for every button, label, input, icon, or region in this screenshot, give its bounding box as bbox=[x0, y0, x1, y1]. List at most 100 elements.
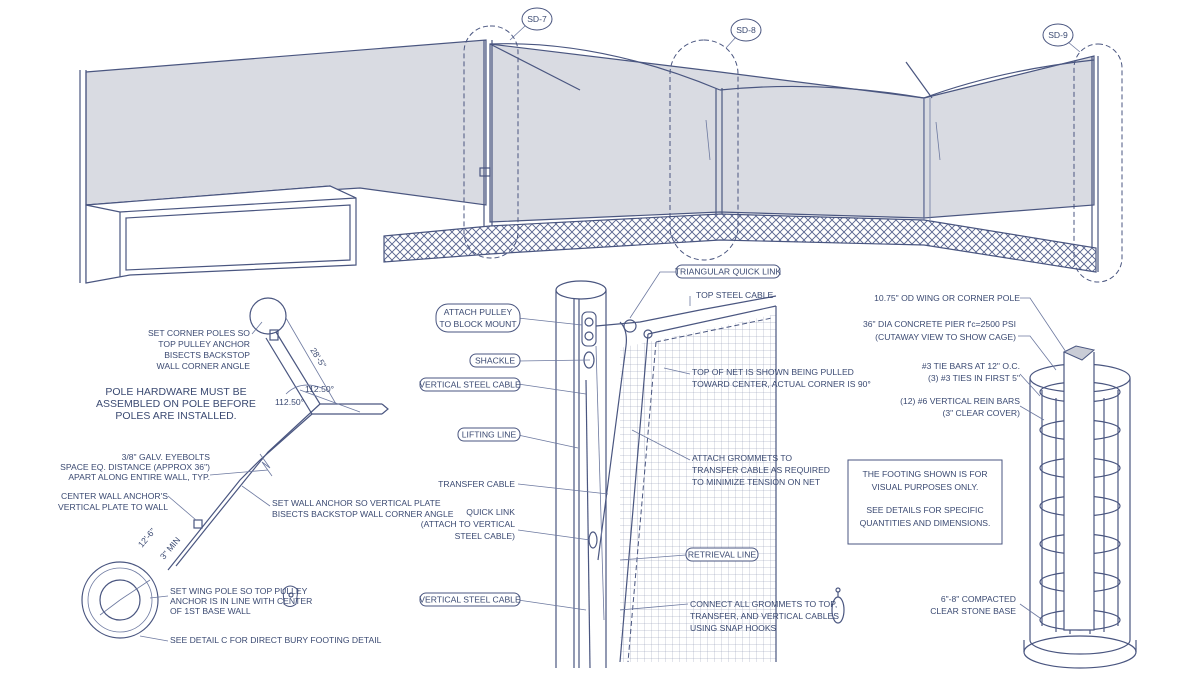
svg-text:STEEL CABLE): STEEL CABLE) bbox=[455, 531, 515, 541]
label-top-steel-cable: TOP STEEL CABLE bbox=[696, 290, 773, 300]
svg-text:#3 TIE BARS AT 12" O.C.: #3 TIE BARS AT 12" O.C. bbox=[922, 361, 1020, 371]
note-center-anchor: CENTER WALL ANCHOR'S VERTICAL PLATE TO W… bbox=[58, 491, 168, 512]
svg-text:TRIANGULAR QUICK LINK: TRIANGULAR QUICK LINK bbox=[675, 267, 782, 277]
note-wall-anchor: SET WALL ANCHOR SO VERTICAL PLATE BISECT… bbox=[272, 498, 454, 519]
callout-lifting-line: LIFTING LINE bbox=[457, 427, 521, 442]
svg-text:36" DIA CONCRETE PIER f'c=2500: 36" DIA CONCRETE PIER f'c=2500 PSI bbox=[863, 319, 1016, 329]
note-wing-pole: SET WING POLE SO TOP PULLEY ANCHOR IS IN… bbox=[170, 586, 312, 616]
svg-text:TOWARD CENTER, ACTUAL CORNER I: TOWARD CENTER, ACTUAL CORNER IS 90° bbox=[692, 379, 871, 389]
svg-text:ASSEMBLED ON POLE BEFORE: ASSEMBLED ON POLE BEFORE bbox=[96, 398, 256, 410]
svg-text:RETRIEVAL LINE: RETRIEVAL LINE bbox=[688, 550, 757, 560]
svg-text:TRANSFER, AND VERTICAL CABLES: TRANSFER, AND VERTICAL CABLES bbox=[690, 611, 839, 621]
callout-triangular-quick-link: TRIANGULAR QUICK LINK bbox=[675, 264, 782, 279]
svg-text:SPACE EQ. DISTANCE (APPROX 36": SPACE EQ. DISTANCE (APPROX 36") bbox=[60, 462, 210, 472]
svg-text:TO BLOCK MOUNT: TO BLOCK MOUNT bbox=[439, 319, 517, 329]
transfer-cable bbox=[597, 321, 627, 561]
snap-hook-icon bbox=[831, 587, 845, 624]
svg-text:(12) #6 VERTICAL REIN BARS: (12) #6 VERTICAL REIN BARS bbox=[900, 396, 1020, 406]
svg-text:OF 1ST BASE WALL: OF 1ST BASE WALL bbox=[170, 606, 251, 616]
plan-view: 112.50° 112.50° 28'-5" 12'-6" 3" MIN SET… bbox=[58, 297, 454, 645]
note-connect-grommets: CONNECT ALL GROMMETS TO TOP, TRANSFER, A… bbox=[690, 599, 839, 633]
note-top-of-net: TOP OF NET IS SHOWN BEING PULLED TOWARD … bbox=[692, 367, 871, 389]
pole-detail: TRIANGULAR QUICK LINK TOP STEEL CABLE AT… bbox=[419, 264, 871, 669]
svg-text:SET WALL ANCHOR SO VERTICAL PL: SET WALL ANCHOR SO VERTICAL PLATE bbox=[272, 498, 441, 508]
svg-text:SET CORNER POLES SO: SET CORNER POLES SO bbox=[148, 328, 250, 338]
svg-text:POLES ARE INSTALLED.: POLES ARE INSTALLED. bbox=[115, 410, 236, 422]
svg-text:CENTER WALL ANCHOR'S: CENTER WALL ANCHOR'S bbox=[61, 491, 168, 501]
svg-text:ATTACH PULLEY: ATTACH PULLEY bbox=[444, 307, 513, 317]
top-steel-cable bbox=[595, 295, 777, 327]
svg-text:(3" CLEAR COVER): (3" CLEAR COVER) bbox=[942, 408, 1020, 418]
net-detail bbox=[619, 305, 777, 663]
callout-vertical-steel-cable-2: VERTICAL STEEL CABLE bbox=[419, 592, 521, 607]
right-net-panel bbox=[923, 55, 1095, 219]
wing-corner-pole-footing bbox=[1062, 345, 1096, 631]
svg-text:SEE DETAILS FOR SPECIFIC: SEE DETAILS FOR SPECIFIC bbox=[866, 505, 983, 515]
pole-detail-body bbox=[555, 280, 607, 668]
corner-pole-sd7 bbox=[479, 40, 493, 236]
svg-text:(ATTACH TO VERTICAL: (ATTACH TO VERTICAL bbox=[421, 519, 515, 529]
svg-text:CLEAR STONE BASE: CLEAR STONE BASE bbox=[930, 606, 1016, 616]
label-pole: 10.75" OD WING OR CORNER POLE bbox=[874, 293, 1020, 303]
svg-text:VISUAL PURPOSES ONLY.: VISUAL PURPOSES ONLY. bbox=[872, 482, 979, 492]
note-corner-poles: SET CORNER POLES SO TOP PULLEY ANCHOR BI… bbox=[148, 328, 250, 371]
note-attach-grommets: ATTACH GROMMETS TO TRANSFER CABLE AS REQ… bbox=[692, 453, 830, 487]
dim-angle-a: 112.50° bbox=[305, 384, 334, 394]
svg-text:6"-8" COMPACTED: 6"-8" COMPACTED bbox=[941, 594, 1016, 604]
corner-pole-plan bbox=[249, 297, 287, 335]
svg-text:(CUTAWAY VIEW TO SHOW CAGE): (CUTAWAY VIEW TO SHOW CAGE) bbox=[875, 332, 1016, 342]
wing-pole-plan bbox=[81, 561, 159, 639]
svg-text:TOP OF NET IS SHOWN BEING PULL: TOP OF NET IS SHOWN BEING PULLED bbox=[692, 367, 854, 377]
label-transfer-cable: TRANSFER CABLE bbox=[438, 479, 515, 489]
svg-text:QUICK LINK: QUICK LINK bbox=[466, 507, 515, 517]
wall-padding-strip bbox=[383, 213, 1097, 273]
svg-text:SD-7: SD-7 bbox=[527, 14, 547, 24]
vertical-steel-cable bbox=[585, 379, 591, 669]
note-eyebolts: 3/8" GALV. EYEBOLTS SPACE EQ. DISTANCE (… bbox=[60, 452, 210, 482]
svg-text:SET WING POLE SO TOP PULLEY: SET WING POLE SO TOP PULLEY bbox=[170, 586, 308, 596]
svg-text:APART ALONG ENTIRE WALL, TYP.: APART ALONG ENTIRE WALL, TYP. bbox=[68, 472, 210, 482]
dim-small-a: 12'-6" bbox=[136, 526, 158, 549]
label-pier: 36" DIA CONCRETE PIER f'c=2500 PSI (CUTA… bbox=[863, 319, 1016, 342]
detail-outline-sd9 bbox=[1073, 43, 1123, 283]
svg-text:THE FOOTING SHOWN IS FOR: THE FOOTING SHOWN IS FOR bbox=[862, 469, 987, 479]
svg-text:LIFTING LINE: LIFTING LINE bbox=[462, 430, 517, 440]
pulley-block bbox=[581, 311, 597, 369]
pulley-anchor-icon bbox=[282, 585, 299, 607]
callout-attach-pulley: ATTACH PULLEY TO BLOCK MOUNT bbox=[435, 303, 521, 333]
dim-length: 28'-5" bbox=[308, 346, 328, 370]
svg-text:VERTICAL PLATE TO WALL: VERTICAL PLATE TO WALL bbox=[58, 502, 168, 512]
svg-text:TOP PULLEY ANCHOR: TOP PULLEY ANCHOR bbox=[158, 339, 250, 349]
tag-sd9: SD-9 bbox=[1042, 23, 1081, 53]
callout-retrieval-line: RETRIEVAL LINE bbox=[685, 547, 759, 562]
callout-shackle: SHACKLE bbox=[469, 353, 521, 368]
svg-text:ATTACH GROMMETS TO: ATTACH GROMMETS TO bbox=[692, 453, 792, 463]
tag-sd8: SD-8 bbox=[725, 18, 762, 49]
svg-text:SD-8: SD-8 bbox=[736, 25, 756, 35]
label-rein-bars: (12) #6 VERTICAL REIN BARS (3" CLEAR COV… bbox=[900, 396, 1020, 418]
svg-text:QUANTITIES AND DIMENSIONS.: QUANTITIES AND DIMENSIONS. bbox=[860, 518, 991, 528]
svg-text:WALL CORNER ANGLE: WALL CORNER ANGLE bbox=[157, 361, 251, 371]
svg-text:TO MINIMIZE TENSION ON NET: TO MINIMIZE TENSION ON NET bbox=[692, 477, 821, 487]
tag-sd7: SD-7 bbox=[509, 7, 553, 41]
corner-pole-sd9 bbox=[923, 56, 1099, 272]
svg-text:3/8" GALV. EYEBOLTS: 3/8" GALV. EYEBOLTS bbox=[122, 452, 211, 462]
svg-text:CONNECT ALL GROMMETS TO TOP,: CONNECT ALL GROMMETS TO TOP, bbox=[690, 599, 837, 609]
left-net-panel bbox=[85, 39, 487, 206]
dim-angle-b: 112.50° bbox=[275, 397, 304, 407]
svg-text:SHACKLE: SHACKLE bbox=[475, 356, 515, 366]
footing-detail: 10.75" OD WING OR CORNER POLE 36" DIA CO… bbox=[847, 293, 1137, 669]
svg-text:BISECTS BACKSTOP: BISECTS BACKSTOP bbox=[164, 350, 250, 360]
svg-text:ANCHOR IS IN LINE WITH CENTER: ANCHOR IS IN LINE WITH CENTER bbox=[170, 596, 312, 606]
detail-outline-sd7 bbox=[463, 25, 519, 259]
svg-text:VERTICAL STEEL CABLE: VERTICAL STEEL CABLE bbox=[419, 595, 521, 605]
svg-text:VERTICAL STEEL CABLE: VERTICAL STEEL CABLE bbox=[419, 380, 521, 390]
callout-vertical-steel-cable-1: VERTICAL STEEL CABLE bbox=[419, 377, 521, 392]
svg-text:USING SNAP HOOKS: USING SNAP HOOKS bbox=[690, 623, 777, 633]
svg-text:TRANSFER CABLE AS REQUIRED: TRANSFER CABLE AS REQUIRED bbox=[692, 465, 830, 475]
note-detail-c: SEE DETAIL C FOR DIRECT BURY FOOTING DET… bbox=[170, 635, 382, 645]
note-pole-hardware: POLE HARDWARE MUST BE ASSEMBLED ON POLE … bbox=[96, 386, 256, 422]
backstop-bench bbox=[85, 185, 357, 284]
perspective-view: SD-7 SD-8 SD-9 bbox=[79, 7, 1123, 284]
corner-pole-sd8 bbox=[705, 88, 723, 215]
